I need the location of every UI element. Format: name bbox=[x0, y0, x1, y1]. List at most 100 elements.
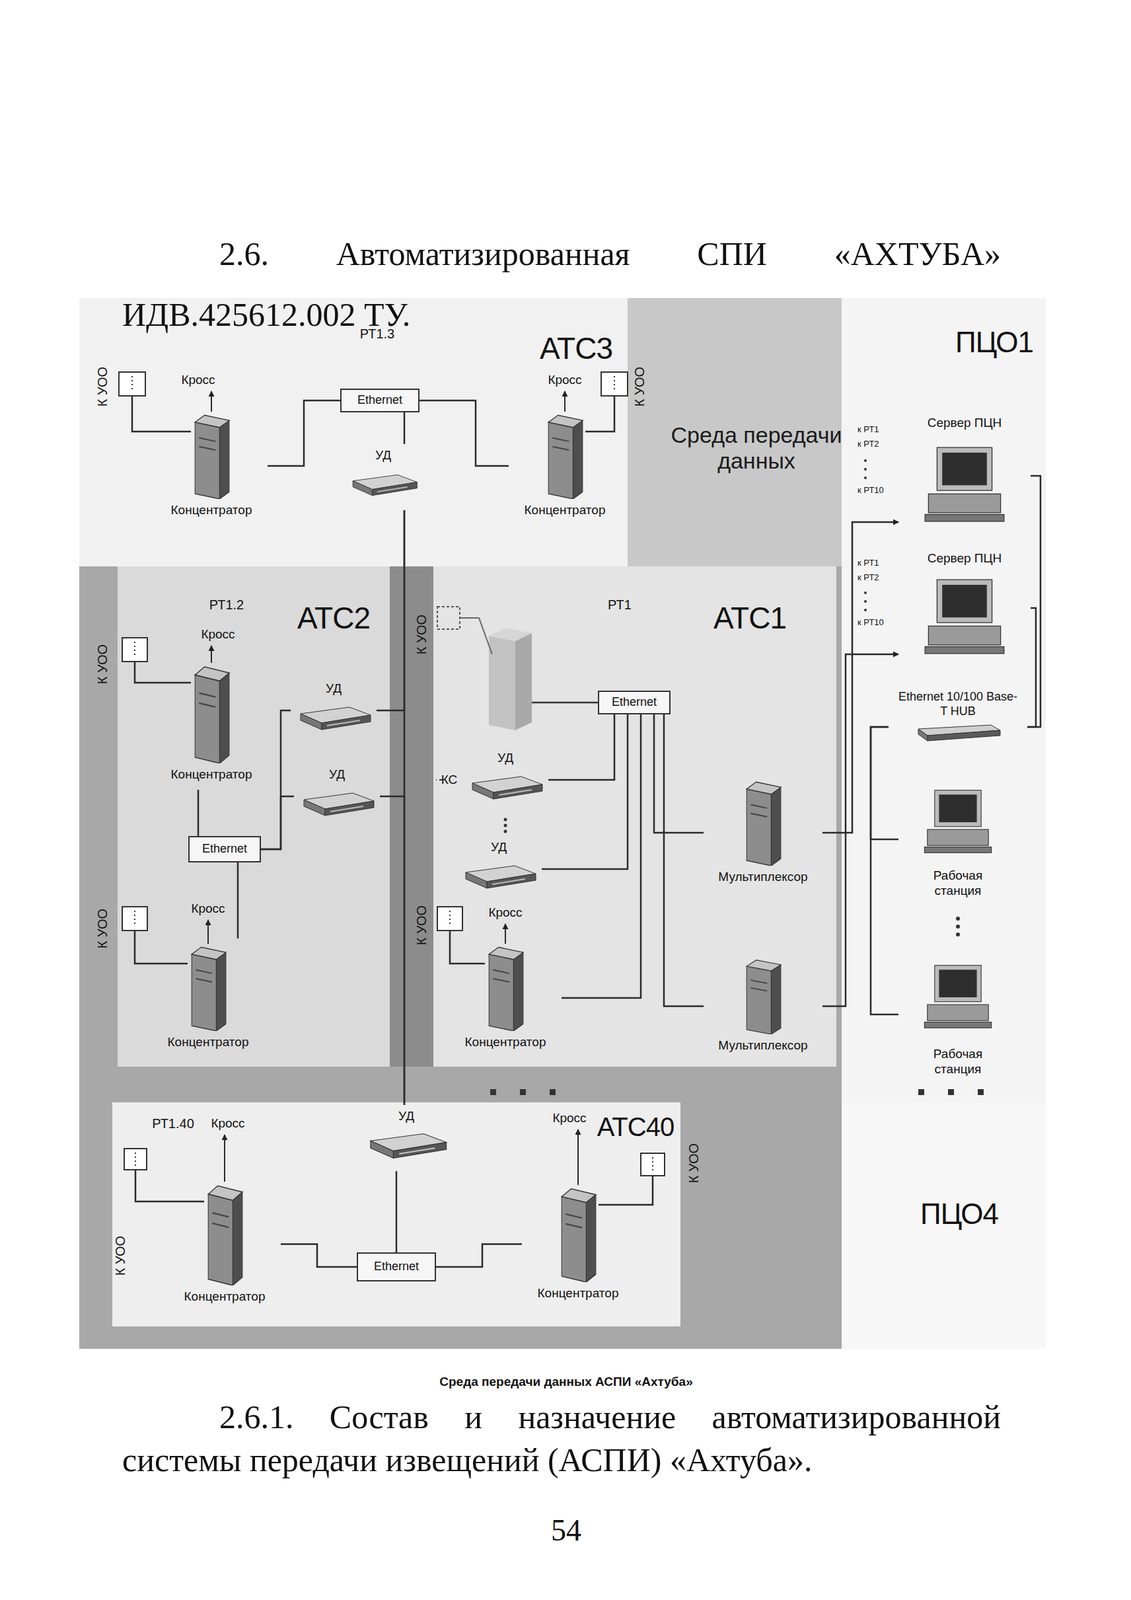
text-anchor: ПЦО1 bbox=[955, 326, 1034, 359]
modem-icon-part bbox=[465, 872, 487, 888]
text-anchor: К УОО bbox=[95, 644, 111, 684]
grey-concentrator-part bbox=[488, 635, 516, 730]
text-anchor: АТС3 bbox=[539, 331, 613, 366]
modem-icon bbox=[293, 698, 374, 739]
cable-label: К УОО bbox=[414, 614, 430, 655]
modem-icon-part bbox=[370, 1140, 394, 1158]
diagram-ground-part bbox=[79, 297, 628, 567]
rack-icon-part bbox=[548, 422, 573, 499]
diagram-ground-part bbox=[955, 924, 960, 929]
rack-icon-part bbox=[561, 1188, 596, 1203]
cross-arrow bbox=[504, 923, 507, 944]
rack-icon-part bbox=[488, 946, 524, 959]
cross-box bbox=[118, 371, 146, 396]
port-label: к РТ10 bbox=[857, 617, 884, 628]
station-name: АТС3 bbox=[539, 331, 613, 366]
modem-icon-part bbox=[498, 789, 532, 795]
connector bbox=[654, 714, 704, 833]
text-anchor: Кросс bbox=[181, 372, 215, 388]
rack-icon-part bbox=[488, 953, 514, 1031]
rack-icon-part bbox=[212, 1222, 229, 1227]
diagram-ground-part bbox=[433, 566, 837, 1067]
connector bbox=[1027, 475, 1041, 727]
modem-unit: УД bbox=[455, 835, 542, 902]
cross-cable bbox=[585, 395, 615, 432]
rack-icon-part bbox=[195, 978, 213, 982]
modem-unit: УД bbox=[293, 763, 380, 830]
cable-label: К УОО bbox=[95, 908, 111, 949]
cross-cable bbox=[598, 1175, 653, 1205]
modem-icon bbox=[459, 857, 539, 898]
modem-icon bbox=[346, 465, 420, 506]
text-anchor: Кросс bbox=[210, 1115, 245, 1131]
rack-icon-part bbox=[194, 414, 230, 427]
modem-icon-part bbox=[372, 481, 418, 495]
modem-icon-part bbox=[303, 799, 326, 816]
text-anchor: К УОО bbox=[414, 614, 430, 655]
connector bbox=[541, 714, 628, 869]
text-anchor: РТ1 bbox=[607, 597, 632, 612]
computer-icon-part bbox=[927, 829, 989, 845]
diagram-ground-part bbox=[841, 1101, 1046, 1349]
node-code: РТ1.2 bbox=[209, 597, 244, 612]
text-anchor: Кросс bbox=[488, 905, 522, 920]
node-label: Сервер ПЦН bbox=[927, 550, 1003, 567]
text-anchor: к РТ1 bbox=[857, 558, 880, 569]
diagram-ground-part bbox=[955, 916, 960, 921]
diagram-label: Кросс bbox=[552, 1110, 586, 1126]
workstation-pc: Рабочая станция bbox=[898, 772, 1018, 906]
connector bbox=[395, 1170, 398, 1252]
station-name: ПЦО1 bbox=[955, 326, 1034, 359]
cross-arrow bbox=[207, 919, 209, 944]
rack-icon bbox=[544, 411, 586, 499]
hub-icon bbox=[908, 722, 1008, 742]
diagram-label: Кросс bbox=[488, 905, 522, 920]
node-label: Ethernet bbox=[611, 694, 657, 710]
rack-icon-part bbox=[513, 951, 523, 1031]
ethernet-box: Ethernet bbox=[188, 835, 261, 863]
node-label: Концентратор bbox=[537, 1285, 620, 1301]
rack-icon-part bbox=[198, 437, 216, 442]
diagram-ground-part bbox=[504, 829, 508, 834]
station-panel: РТ1.2АТС2КонцентраторУДУДEthernetКонцент… bbox=[117, 566, 390, 1067]
connector bbox=[197, 789, 200, 836]
text-anchor: ПЦО4 bbox=[920, 1197, 999, 1230]
modem-icon-part bbox=[330, 805, 364, 812]
rack-icon bbox=[190, 411, 232, 499]
rack-icon-part bbox=[194, 674, 220, 764]
computer-icon-part bbox=[927, 1004, 989, 1021]
station-name: АТС2 bbox=[297, 601, 370, 635]
node-label: Концентратор bbox=[465, 1034, 547, 1050]
cable-label: К УОО bbox=[632, 366, 648, 407]
hub-icon-part bbox=[927, 729, 1001, 741]
station-name: ПЦО4 bbox=[920, 1197, 999, 1230]
modem-icon-part bbox=[486, 873, 536, 888]
cable-label: К УОО bbox=[686, 1142, 702, 1183]
connector bbox=[561, 714, 641, 998]
modem-icon bbox=[297, 784, 377, 825]
text-anchor: к РТ10 bbox=[857, 485, 884, 496]
text-anchor: к РТ1 bbox=[857, 424, 880, 435]
cross-cable bbox=[135, 1169, 205, 1202]
diagram-ground-part bbox=[504, 817, 508, 822]
diagram-label: Кросс bbox=[210, 1115, 245, 1131]
rack-icon-part bbox=[750, 804, 767, 808]
cross-arrow bbox=[210, 391, 213, 412]
cross-dots bbox=[652, 1156, 654, 1172]
computer-icon-part bbox=[924, 846, 991, 853]
rack-icon-part bbox=[232, 1191, 242, 1285]
text-anchor: АТС40 bbox=[597, 1111, 674, 1141]
server-pc: Сервер ПЦН bbox=[898, 412, 1031, 539]
modem-icon-part bbox=[399, 1147, 435, 1154]
text-anchor: к РТ2 bbox=[857, 572, 880, 583]
text-anchor: 54 bbox=[550, 1512, 582, 1548]
port-label: к РТ10 bbox=[857, 485, 884, 496]
rack-icon bbox=[204, 1181, 246, 1285]
figure-caption: Среда передачи данных АСПИ «Ахтуба» bbox=[439, 1374, 693, 1389]
cross-dots bbox=[134, 1152, 137, 1166]
text-anchor: к РТ2 bbox=[857, 439, 880, 450]
connector bbox=[379, 796, 405, 1105]
diagram-ground-part bbox=[519, 1088, 526, 1095]
text-anchor: К УОО bbox=[112, 1235, 129, 1276]
